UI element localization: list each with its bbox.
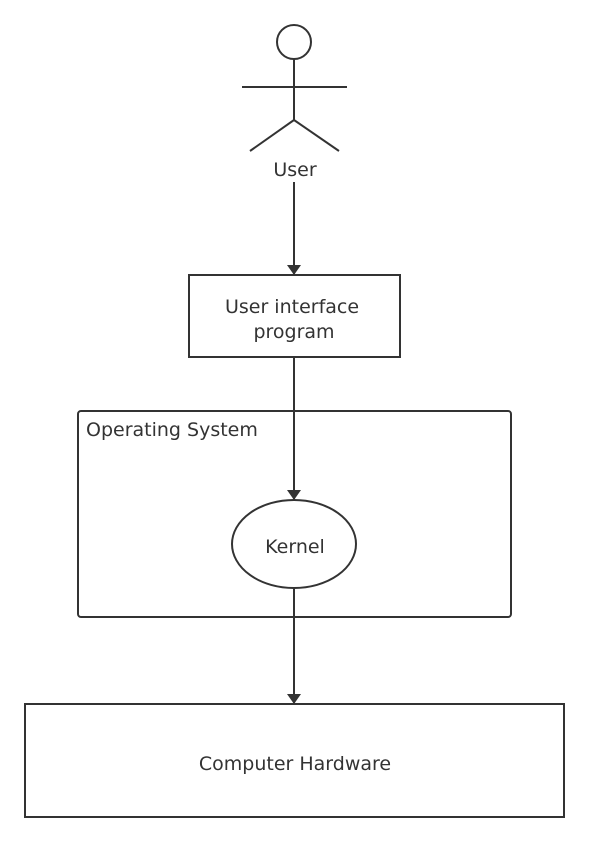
actor-head bbox=[276, 24, 312, 60]
kernel-label: Kernel bbox=[265, 536, 325, 558]
computer-hardware-box[interactable] bbox=[24, 703, 565, 818]
ui-program-label-line1: User interface bbox=[225, 296, 359, 318]
kernel-node[interactable] bbox=[231, 499, 357, 589]
operating-system-label: Operating System bbox=[86, 419, 258, 441]
actor-label: User bbox=[273, 159, 316, 181]
ui-program-box[interactable] bbox=[188, 274, 401, 358]
computer-hardware-label: Computer Hardware bbox=[199, 753, 391, 775]
ui-program-label-line2: program bbox=[253, 321, 334, 343]
actor-left-leg bbox=[249, 119, 295, 152]
user-actor[interactable] bbox=[242, 24, 347, 152]
actor-right-leg bbox=[293, 119, 340, 152]
